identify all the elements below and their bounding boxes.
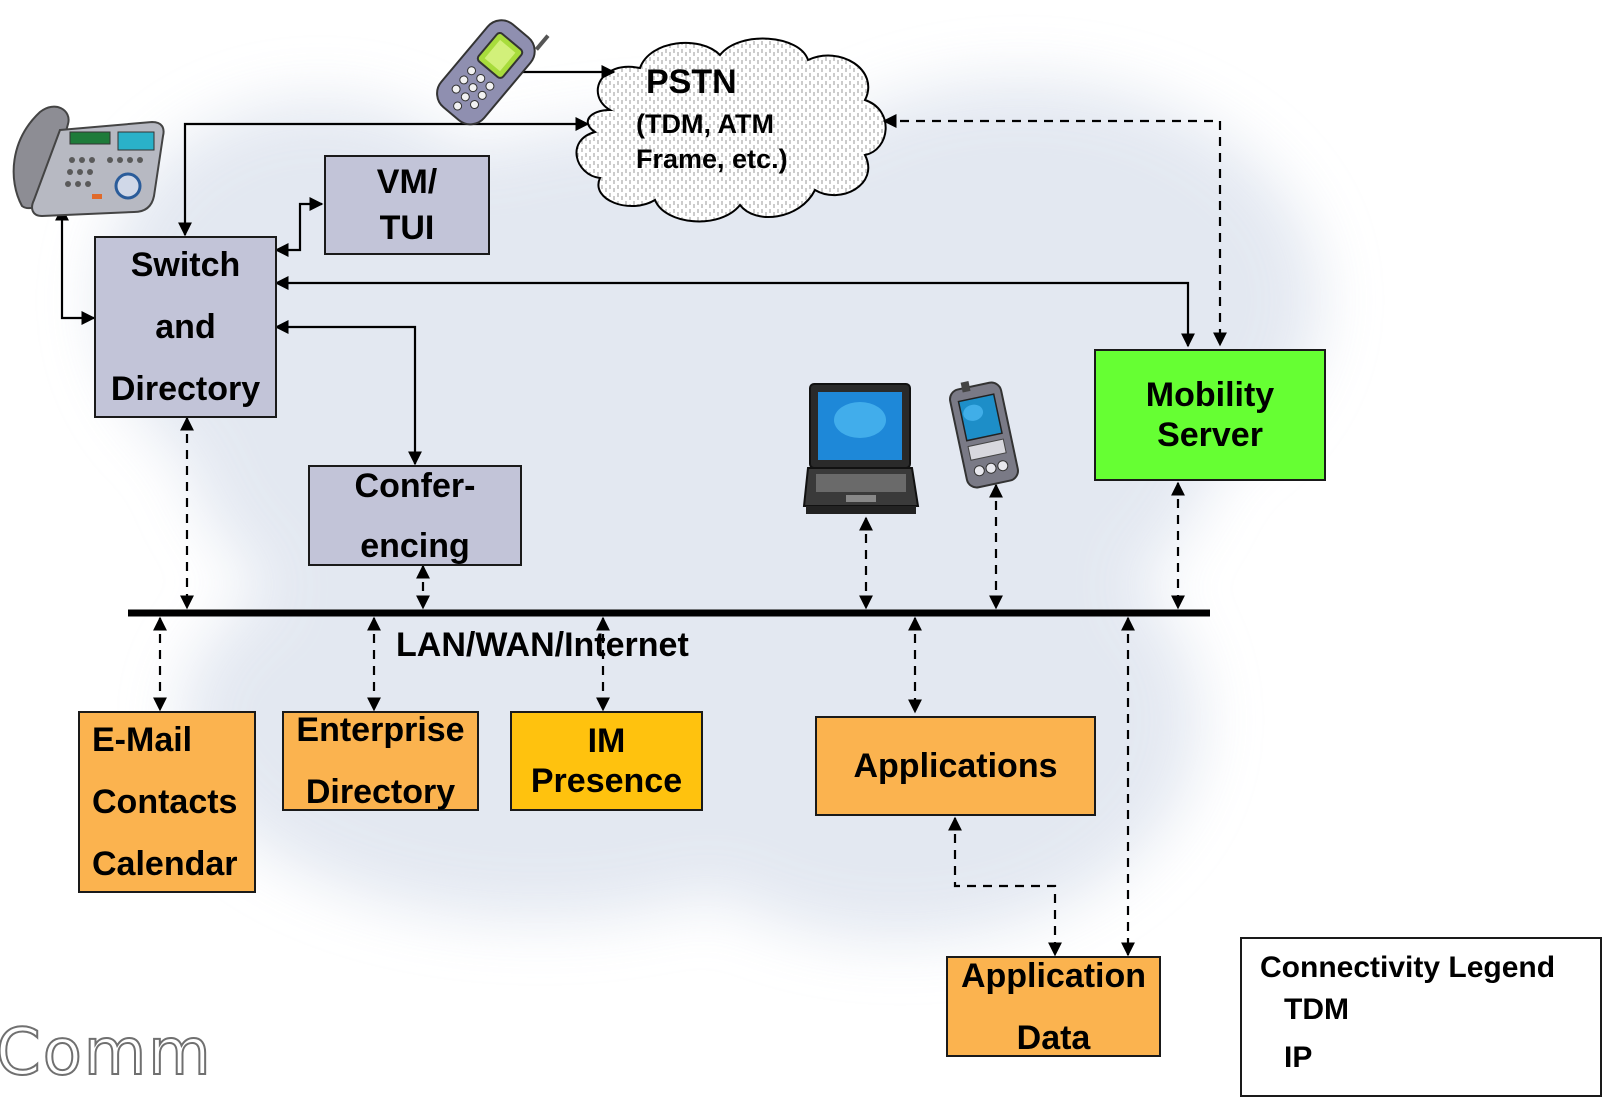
connectivity-legend: Connectivity Legend TDM IP <box>1240 937 1602 1097</box>
laptop-icon <box>802 383 920 514</box>
im-presence-box[interactable]: IM Presence <box>510 711 703 811</box>
applications-label: Applications <box>853 746 1058 785</box>
vm-tui-label-2: TUI <box>379 209 435 247</box>
calendar-label: Calendar <box>92 845 238 883</box>
enterprise-directory-box[interactable]: Enterprise Directory <box>282 711 479 811</box>
ip-links <box>153 114 1227 957</box>
desk-phone-icon <box>12 105 165 218</box>
email-contacts-calendar-box[interactable]: E-Mail Contacts Calendar <box>78 711 256 893</box>
mobility-label-2: Server <box>1157 416 1263 454</box>
mobility-label: Mobility <box>1145 376 1275 414</box>
presence-label: Presence <box>530 762 683 800</box>
pda-icon <box>949 381 1019 489</box>
application-data-label: Application <box>960 956 1147 995</box>
applications-box[interactable]: Applications <box>815 716 1096 816</box>
pstn-label: PSTN <box>646 63 737 101</box>
switch-label: Switch <box>130 246 241 284</box>
email-label: E-Mail <box>92 721 193 759</box>
pstn-protocols-label-2: Frame, etc.) <box>636 144 788 174</box>
im-label: IM <box>587 722 626 760</box>
application-data-label-2: Data <box>1016 1018 1091 1057</box>
network-label: LAN/WAN/Internet <box>396 626 689 664</box>
vm-tui-box[interactable]: VM/ TUI <box>324 155 490 255</box>
legend-tdm-label: TDM <box>1284 993 1349 1026</box>
legend-title: Connectivity Legend <box>1260 951 1556 984</box>
directory-label: Directory <box>305 773 456 811</box>
switch-label-2: and <box>155 308 216 346</box>
application-data-box[interactable]: Application Data <box>946 956 1161 1057</box>
legend-ip-label: IP <box>1284 1041 1313 1074</box>
pstn-cloud-icon <box>575 37 887 223</box>
switch-directory-box[interactable]: Switch and Directory <box>94 236 277 418</box>
switch-label-3: Directory <box>110 370 261 408</box>
pstn-protocols-label: (TDM, ATM <box>636 109 774 139</box>
vm-tui-label: VM/ <box>376 163 438 201</box>
contacts-label: Contacts <box>92 783 238 821</box>
enterprise-label: Enterprise <box>296 711 465 749</box>
conferencing-label: Confer- <box>354 466 476 505</box>
mobile-phone-icon <box>436 19 550 126</box>
conferencing-label-2: encing <box>360 526 470 565</box>
company-logo: Comm <box>0 1015 213 1091</box>
conferencing-box[interactable]: Confer- encing <box>308 465 522 566</box>
mobility-server-box[interactable]: Mobility Server <box>1094 349 1326 481</box>
